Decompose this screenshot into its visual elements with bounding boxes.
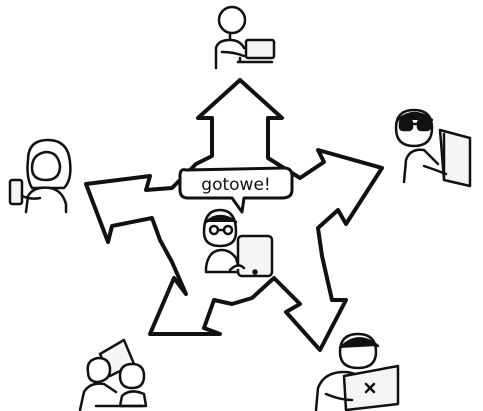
person-with-glasses-holding-tablet-icon <box>202 208 274 278</box>
central-hub-arrows <box>84 78 384 352</box>
speech-bubble-text: gotowe! <box>201 175 270 195</box>
person-with-glasses-reading-document-icon <box>394 108 472 188</box>
speech-bubble-outline <box>178 166 294 214</box>
person-using-laptop-with-logo-icon <box>314 332 400 411</box>
speech-bubble: gotowe! <box>178 166 294 214</box>
person-using-laptop-icon <box>214 5 276 70</box>
person-with-hair-holding-phone-icon <box>8 138 72 214</box>
person-using-tablet-with-baby-icon <box>78 338 148 411</box>
